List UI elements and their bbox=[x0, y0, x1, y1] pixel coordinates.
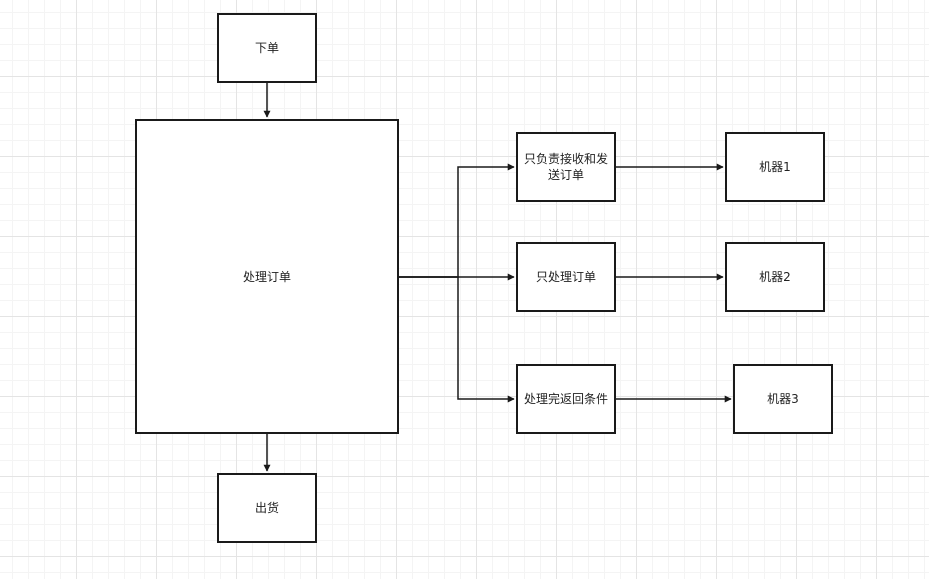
node-receive-send[interactable]: 只负责接收和发送订单 bbox=[516, 132, 616, 202]
node-machine3[interactable]: 机器3 bbox=[733, 364, 833, 434]
node-process-only[interactable]: 只处理订单 bbox=[516, 242, 616, 312]
node-machine3-label: 机器3 bbox=[767, 392, 799, 406]
node-machine1-label: 机器1 bbox=[759, 160, 791, 174]
edge-process-to-receive-send bbox=[399, 163, 515, 278]
node-machine1[interactable]: 机器1 bbox=[725, 132, 825, 202]
node-receive-send-label: 只负责接收和发送订单 bbox=[524, 152, 609, 182]
node-process-order[interactable]: 处理订单 bbox=[135, 119, 399, 434]
node-ship[interactable]: 出货 bbox=[217, 473, 317, 543]
node-machine2[interactable]: 机器2 bbox=[725, 242, 825, 312]
node-order-label: 下单 bbox=[254, 41, 279, 55]
edge-process-to-return-cond bbox=[399, 276, 515, 403]
node-order[interactable]: 下单 bbox=[217, 13, 317, 83]
node-ship-label: 出货 bbox=[254, 501, 279, 515]
node-return-cond-label: 处理完返回条件 bbox=[524, 392, 609, 406]
node-machine2-label: 机器2 bbox=[759, 270, 791, 284]
node-process-only-label: 只处理订单 bbox=[535, 270, 596, 284]
node-return-cond[interactable]: 处理完返回条件 bbox=[516, 364, 616, 434]
node-process-order-label: 处理订单 bbox=[242, 269, 291, 284]
